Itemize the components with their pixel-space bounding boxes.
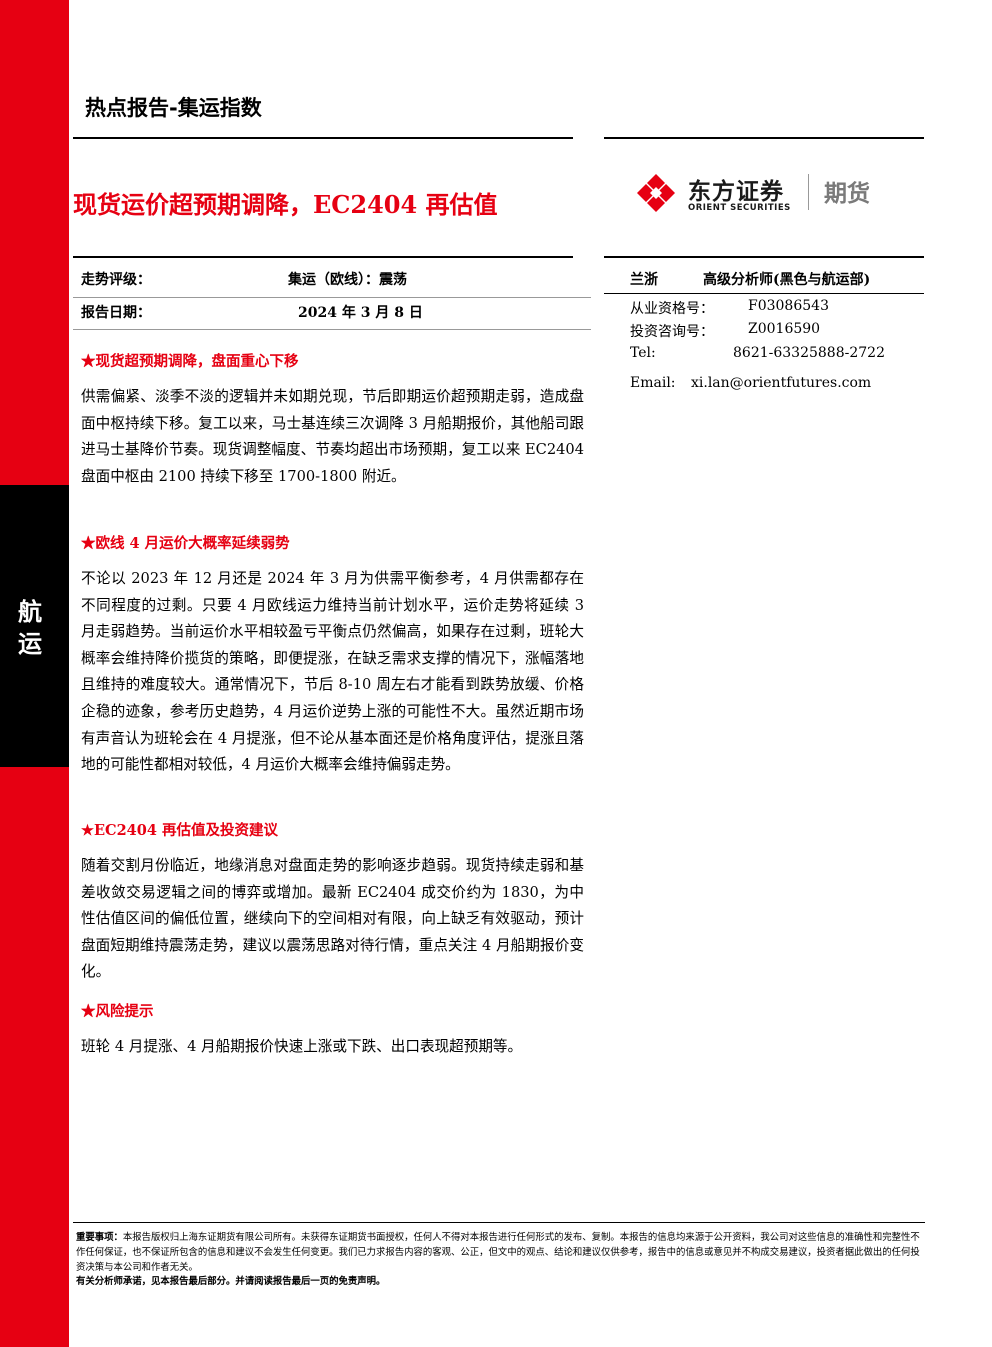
tel-value: 8621-63325888-2722 — [733, 345, 885, 361]
left-category-block — [0, 485, 69, 767]
consulting-label: 投资咨询号： — [630, 324, 714, 340]
email-label: Email: — [630, 375, 676, 391]
section-heading-3: ★EC2404 再估值及投资建议 — [81, 822, 278, 839]
report-type: 热点报告-集运指数 — [85, 96, 262, 120]
divider-top-right — [604, 137, 924, 139]
tel-label: Tel: — [630, 345, 656, 361]
email-value[interactable]: xi.lan@orientfutures.com — [691, 375, 872, 391]
category-label: 航运 — [18, 597, 42, 658]
meta-row-divider — [73, 297, 591, 298]
rating-label: 走势评级： — [81, 272, 151, 288]
disclaimer: 重要事项：本报告版权归上海东证期货有限公司所有。未获得东证期货书面授权，任何人不… — [76, 1231, 928, 1290]
section-body-4: 班轮 4 月提涨、4 月船期报价快速上涨或下跌、出口表现超预期等。 — [81, 1038, 523, 1055]
date-value: 2024 年 3 月 8 日 — [298, 305, 423, 321]
section-body-3: 随着交割月份临近，地缘消息对盘面走势的影响逐步趋弱。现货持续走弱和基差收敛交易逻… — [81, 857, 584, 981]
logo-name-cn: 东方证券 — [688, 179, 784, 205]
date-label: 报告日期： — [81, 305, 151, 321]
report-title: 现货运价超预期调降，EC2404 再估值 — [73, 190, 498, 219]
orient-logo-icon — [637, 174, 675, 212]
company-logo: 东方证券 ORIENT SECURITIES 期货 — [636, 170, 896, 220]
section-heading-2: ★欧线 4 月运价大概率延续弱势 — [81, 535, 290, 552]
analyst-name: 兰浙 — [630, 272, 658, 288]
qualification-number: F03086543 — [748, 298, 829, 314]
divider-meta-top-left — [73, 256, 573, 258]
section-body-1: 供需偏紧、淡季不淡的逻辑并未如期兑现，节后即期运价超预期走弱，造成盘面中枢持续下… — [81, 388, 584, 485]
logo-name-en: ORIENT SECURITIES — [688, 203, 791, 213]
rating-value: 集运（欧线）：震荡 — [288, 272, 407, 288]
disclaimer-text: 本报告版权归上海东证期货有限公司所有。未获得东证期货书面授权，任何人不得对本报告… — [76, 1232, 920, 1273]
analyst-divider — [604, 293, 924, 294]
logo-separator — [808, 174, 809, 210]
meta-bottom-divider — [73, 329, 591, 330]
footer-divider — [73, 1222, 925, 1223]
disclaimer-note: 有关分析师承诺，见本报告最后部分。并请阅读报告最后一页的免责声明。 — [76, 1276, 386, 1288]
disclaimer-label: 重要事项： — [76, 1232, 123, 1243]
analyst-title: 高级分析师(黑色与航运部) — [703, 272, 871, 288]
consulting-number: Z0016590 — [748, 321, 821, 337]
divider-meta-top-right — [604, 256, 924, 258]
section-heading-1: ★现货超预期调降，盘面重心下移 — [81, 353, 299, 370]
qualification-label: 从业资格号： — [630, 301, 714, 317]
section-heading-4: ★风险提示 — [81, 1003, 154, 1020]
logo-division: 期货 — [824, 181, 870, 207]
divider-top-left — [73, 137, 573, 139]
section-body-2: 不论以 2023 年 12 月还是 2024 年 3 月为供需平衡参考，4 月供… — [81, 570, 584, 774]
